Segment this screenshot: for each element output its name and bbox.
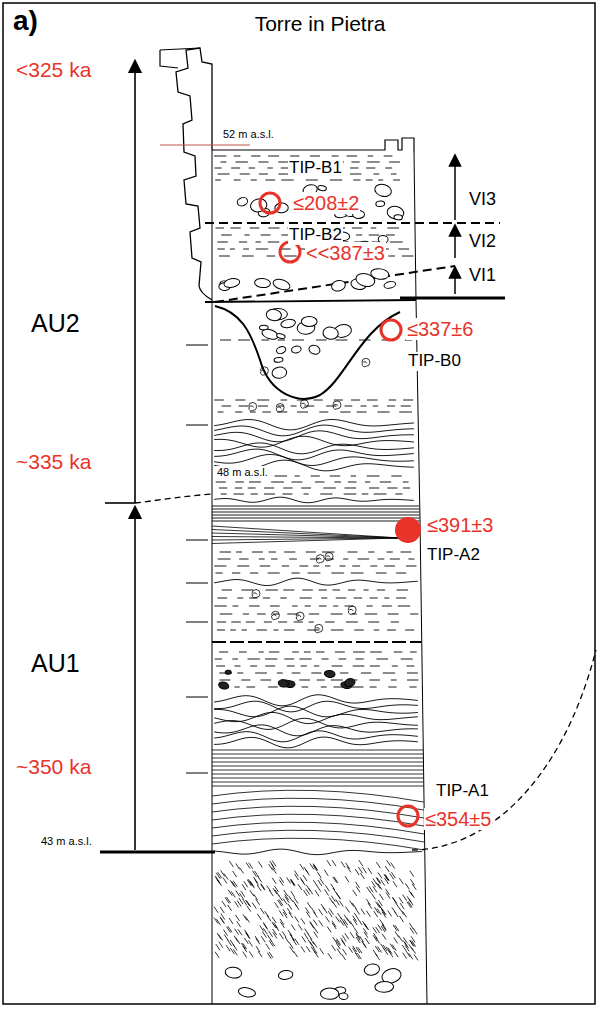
age-label: ≤208±2 [292,192,360,214]
column-edge [414,152,427,1004]
elevation-label: 48 m a.s.l. [216,466,269,478]
unit-label: AU1 [30,650,81,678]
level-tick [160,145,250,146]
cliff-outline [176,48,212,300]
sample-label: TIP-B1 [288,159,343,178]
elevation-label: 43 m a.s.l. [40,835,93,847]
age-label: <<387±3 [305,242,386,264]
unit-arrow [105,502,135,504]
age-label: ≤391±3 [426,514,494,536]
unit-arrow [134,66,136,503]
unit-label: AU2 [30,310,81,338]
cliff-outline [160,48,200,68]
figure-frame [3,3,595,1004]
level-ticks [186,345,208,773]
subunit-label: VI2 [468,232,497,252]
unit-boundary [135,494,212,503]
age-label: <325 ka [15,58,92,81]
column-edge [212,150,213,1004]
subunit-arrow [454,272,456,294]
subunit-label: VI1 [468,266,497,286]
unit-boundary [205,222,500,224]
panel-letter: a) [12,6,39,37]
sample-label: TIP-A2 [426,546,481,565]
outcrop-arc [412,650,596,850]
subunit-arrow [454,230,456,258]
sample-label: TIP-A1 [435,782,490,801]
sediment-pattern [212,156,424,1000]
figure-title: Torre in Pietra [254,12,387,35]
unit-arrow [134,512,136,850]
sample-marker [395,517,421,543]
elevation-label: 52 m a.s.l. [222,128,275,140]
subunit-arrow [454,160,456,220]
subunit-label: VI3 [468,190,497,210]
unit-boundary [400,297,505,300]
age-label: ≤354±5 [424,808,492,830]
unit-boundary [205,300,416,302]
sample-marker [260,193,418,826]
age-label: ~335 ka [15,450,92,473]
sample-label: TIP-B0 [407,352,462,371]
unit-boundary [100,851,215,854]
age-label: ≤337±6 [406,318,474,340]
age-label: ~350 ka [15,755,92,778]
